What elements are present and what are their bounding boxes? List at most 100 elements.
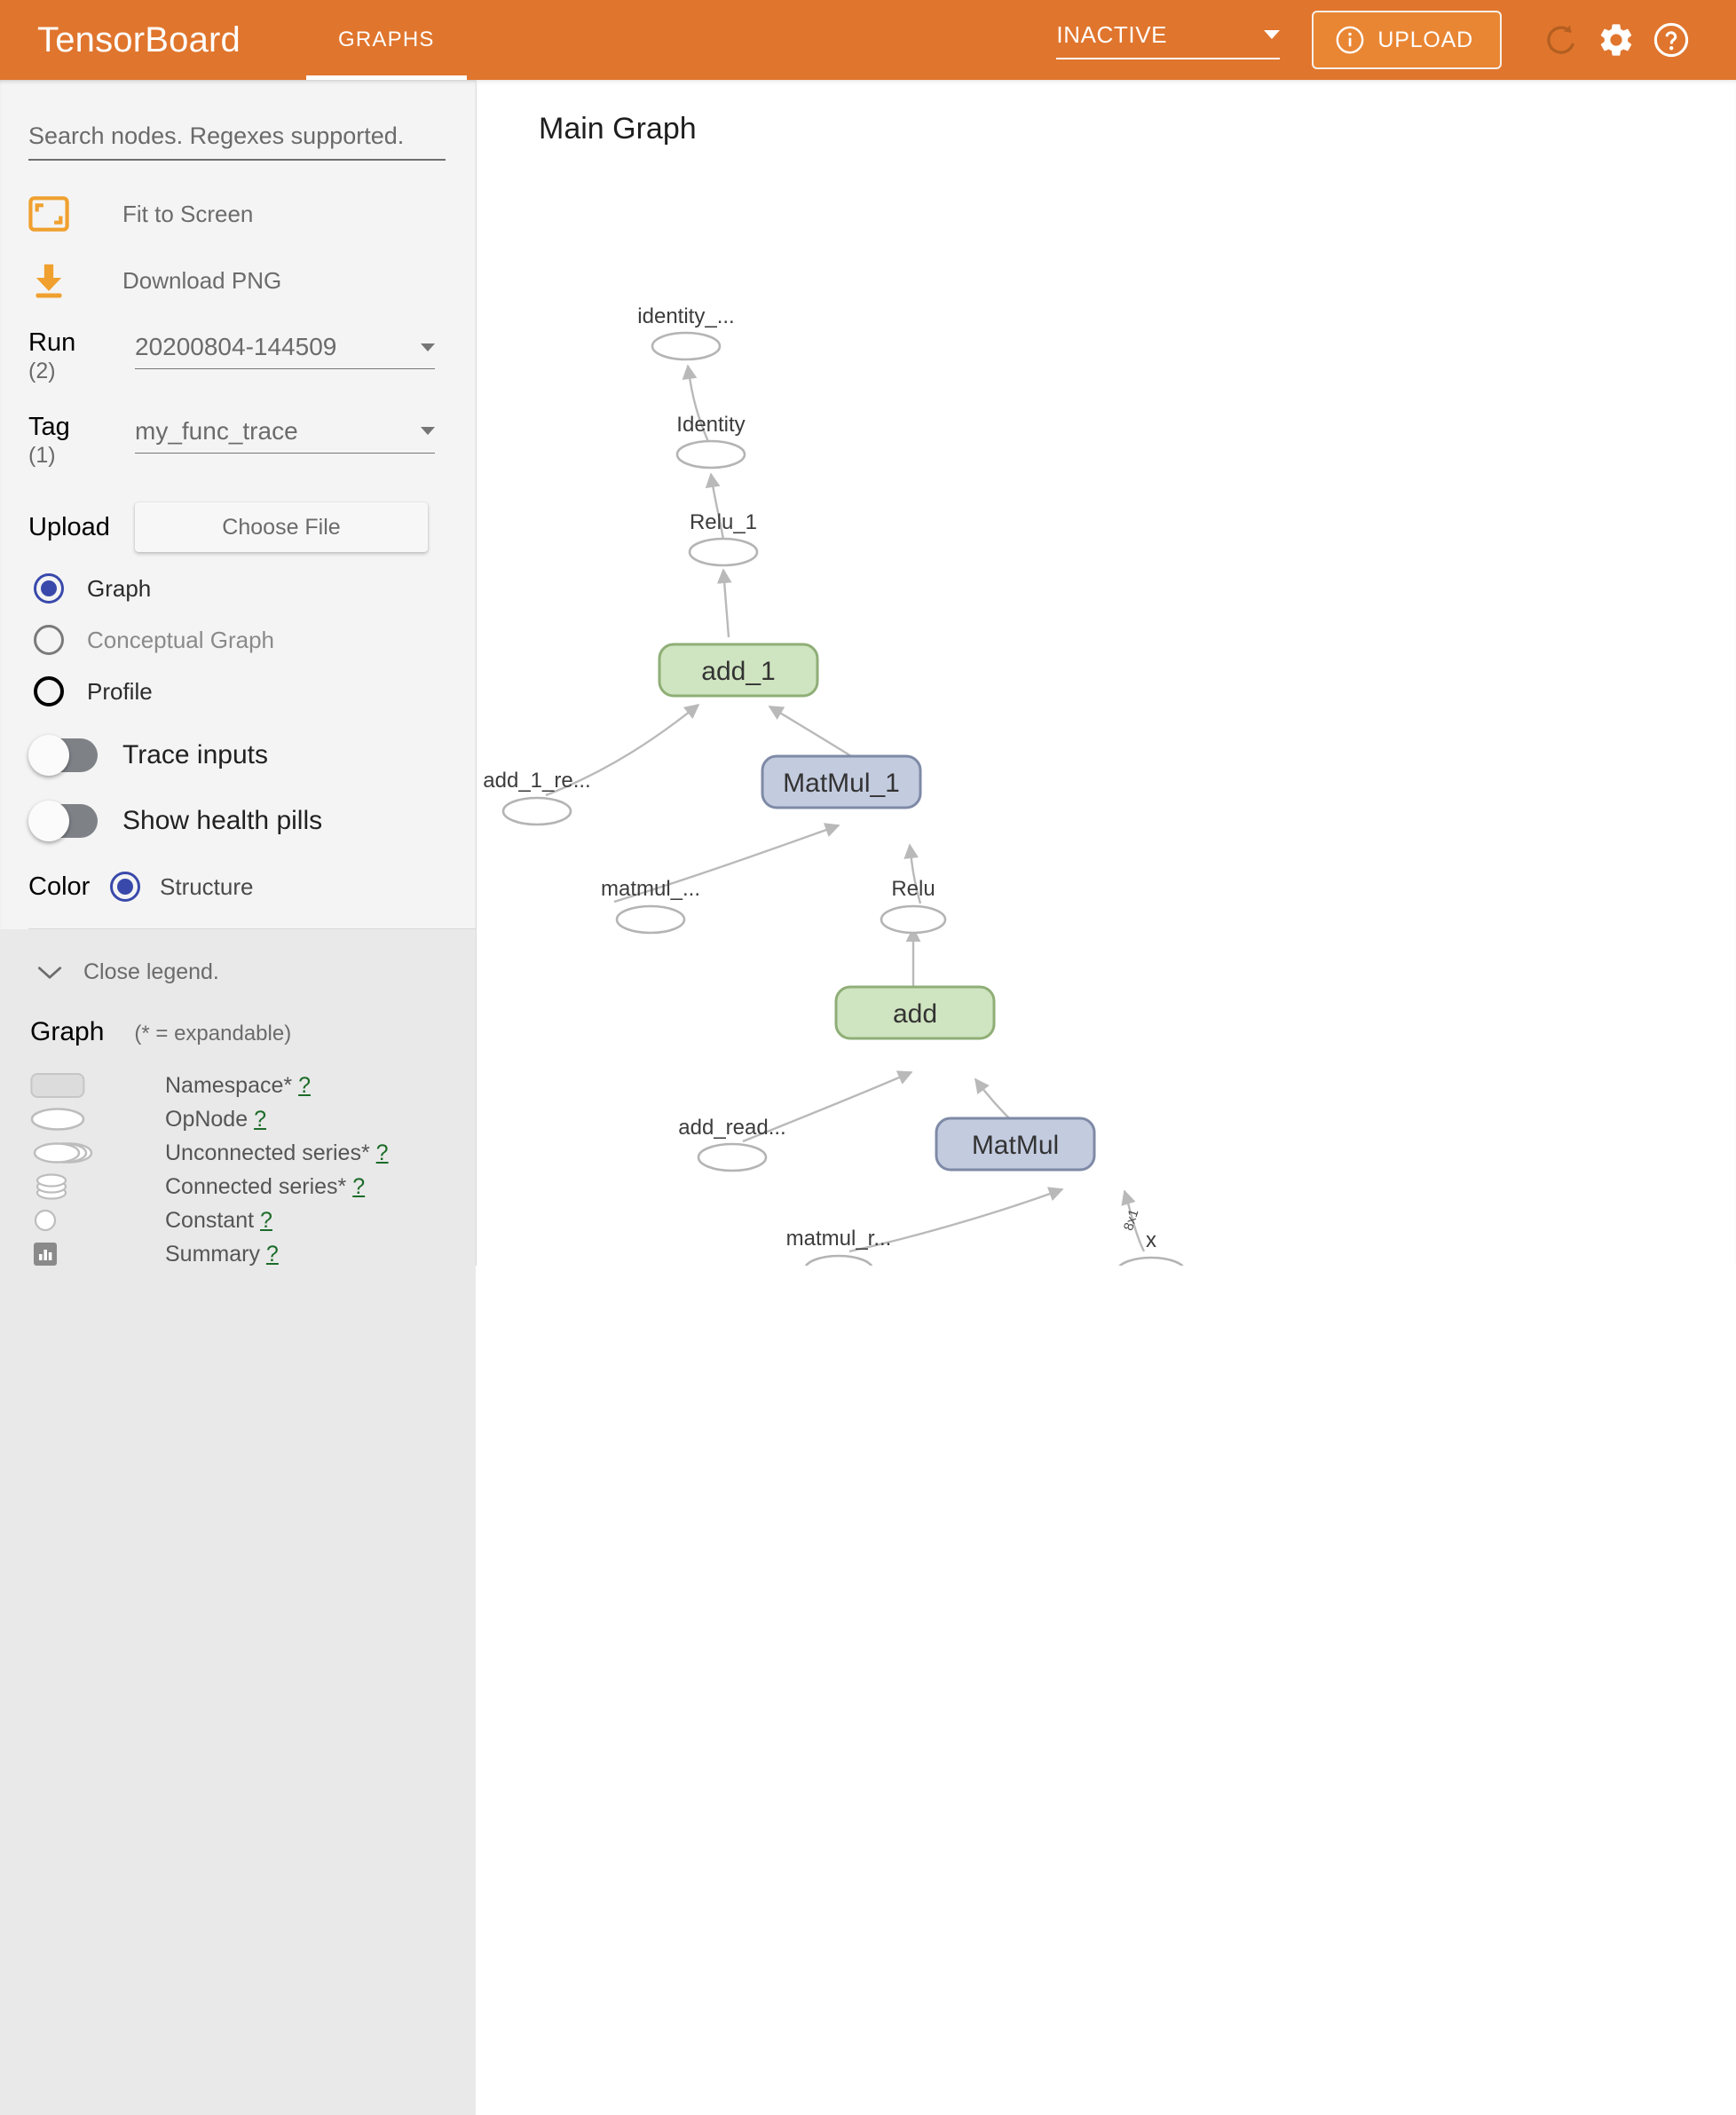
- legend-label-opnode: OpNode: [165, 1106, 249, 1132]
- graph-node-label-relu: Relu: [891, 877, 935, 901]
- legend-help-summary[interactable]: ?: [265, 1241, 279, 1267]
- radio-graph[interactable]: Graph: [34, 573, 476, 604]
- legend-item-summary: Summary ?: [30, 1237, 476, 1271]
- sidebar: Fit to Screen Download PNG Run (2) 20200…: [0, 80, 477, 2115]
- legend-help-unconnected-series[interactable]: ?: [375, 1140, 389, 1165]
- legend-help-constant[interactable]: ?: [260, 1207, 272, 1233]
- radio-profile[interactable]: Profile: [34, 676, 476, 707]
- legend-title: Graph: [30, 1017, 105, 1047]
- choose-file-button[interactable]: Choose File: [135, 502, 428, 553]
- legend-item-connected-series: Connected series* ?: [30, 1170, 476, 1203]
- graph-node-identity[interactable]: [675, 439, 746, 470]
- fit-to-screen-button[interactable]: Fit to Screen: [28, 196, 476, 232]
- tag-count: (1): [28, 443, 56, 469]
- legend-help-connected-series[interactable]: ?: [352, 1173, 366, 1199]
- header-actions: INACTIVE UPLOAD: [1056, 11, 1736, 69]
- upload-button-label: UPLOAD: [1377, 27, 1473, 52]
- legend-item-constant: Constant ?: [30, 1203, 476, 1237]
- legend-label-unconnected-series: Unconnected series*: [165, 1140, 370, 1165]
- refresh-button[interactable]: [1534, 12, 1589, 67]
- graph-svg[interactable]: identity_... Identity Relu_1 add_1_re...…: [477, 80, 1736, 1266]
- download-png-label: Download PNG: [122, 266, 282, 294]
- graph-node-add[interactable]: [834, 985, 996, 1040]
- graph-node-add-1[interactable]: [658, 643, 819, 698]
- tab-graphs[interactable]: GRAPHS: [306, 0, 467, 80]
- graph-node-matmul-read[interactable]: [804, 1254, 873, 1266]
- tab-bar: GRAPHS: [306, 0, 467, 80]
- run-status-value: INACTIVE: [1056, 20, 1168, 48]
- upload-field: Upload Choose File: [28, 502, 476, 553]
- settings-button[interactable]: [1589, 12, 1644, 67]
- fit-to-screen-icon: [28, 196, 78, 232]
- summary-icon: [30, 1240, 110, 1268]
- graph-node-relu-1[interactable]: [688, 537, 759, 567]
- search-input[interactable]: [28, 122, 446, 161]
- legend-item-opnode: OpNode ?: [30, 1102, 476, 1136]
- legend-help-namespace[interactable]: ?: [298, 1072, 311, 1098]
- toggle-show-health-pills-label: Show health pills: [122, 806, 323, 836]
- info-icon: [1335, 25, 1365, 55]
- legend-label-constant: Constant: [165, 1207, 255, 1233]
- graph-node-identity-out[interactable]: [651, 331, 722, 361]
- graph-node-add-read[interactable]: [697, 1142, 768, 1172]
- run-value: 20200804-144509: [135, 333, 337, 360]
- graph-node-label-x: x: [1146, 1228, 1156, 1252]
- graph-node-label-matmul: MatMul: [972, 1131, 1059, 1160]
- app-body: Fit to Screen Download PNG Run (2) 20200…: [0, 80, 1736, 2115]
- graph-node-label-add-read: add_read...: [678, 1116, 785, 1140]
- legend-item-unconnected-series: Unconnected series* ?: [30, 1136, 476, 1170]
- close-legend-label: Close legend.: [83, 959, 219, 985]
- radio-structure-indicator[interactable]: [110, 872, 140, 903]
- graph-node-relu[interactable]: [880, 904, 947, 935]
- legend-item-namespace: Namespace* ?: [30, 1069, 476, 1102]
- legend-header: Graph (* = expandable): [30, 1017, 476, 1047]
- graph-node-label-matmul-read-1: matmul_...: [601, 877, 700, 901]
- namespace-icon: [30, 1072, 110, 1099]
- run-dropdown[interactable]: 20200804-144509: [135, 333, 435, 369]
- toggle-trace-inputs-label: Trace inputs: [122, 740, 268, 770]
- toggle-show-health-pills-switch[interactable]: [28, 801, 98, 842]
- run-status-dropdown[interactable]: INACTIVE: [1056, 20, 1281, 59]
- close-legend-button[interactable]: Close legend.: [37, 959, 476, 985]
- unconnected-series-icon: [30, 1140, 110, 1166]
- chevron-down-icon: [1264, 30, 1281, 39]
- legend-label-namespace: Namespace*: [165, 1072, 293, 1098]
- app-title: TensorBoard: [37, 20, 241, 59]
- radio-profile-label: Profile: [87, 677, 153, 705]
- graph-node-label-matmul-1: MatMul_1: [783, 769, 900, 798]
- download-png-button[interactable]: Download PNG: [28, 262, 476, 299]
- tag-dropdown[interactable]: my_func_trace: [135, 417, 435, 454]
- graph-node-label-identity: Identity: [676, 413, 745, 437]
- toggle-show-health-pills[interactable]: Show health pills: [28, 801, 476, 842]
- graph-node-add-1-read[interactable]: [501, 796, 572, 826]
- legend-panel: Close legend. Graph (* = expandable) Nam…: [0, 929, 476, 2115]
- graph-node-label-relu-1: Relu_1: [690, 510, 757, 534]
- radio-structure-label: Structure: [160, 872, 254, 900]
- graph-node-label-identity-out: identity_...: [637, 304, 734, 328]
- legend-note: (* = expandable): [134, 1022, 292, 1046]
- run-field: Run (2) 20200804-144509: [28, 329, 476, 383]
- help-icon: [1652, 20, 1691, 59]
- radio-profile-indicator: [34, 676, 64, 707]
- help-button[interactable]: [1644, 12, 1699, 67]
- graph-node-matmul-read-1[interactable]: [615, 904, 686, 935]
- graph-node-matmul-1[interactable]: [761, 754, 922, 809]
- graph-node-label-add-1-read: add_1_re...: [483, 769, 590, 793]
- toggle-trace-inputs[interactable]: Trace inputs: [28, 735, 476, 777]
- upload-label: Upload: [28, 513, 110, 542]
- graph-node-matmul[interactable]: [935, 1117, 1096, 1172]
- graph-canvas[interactable]: Main Graph: [477, 80, 1736, 1266]
- page-title: Main Graph: [539, 112, 697, 146]
- opnode-icon: [30, 1106, 110, 1132]
- gear-icon: [1597, 20, 1636, 59]
- chevron-down-icon: [421, 343, 435, 351]
- toggle-trace-inputs-switch[interactable]: [28, 735, 98, 777]
- tag-label: Tag (1): [28, 413, 110, 469]
- graph-edge-label-x-matmul: 8x1: [1121, 1207, 1142, 1232]
- legend-help-opnode[interactable]: ?: [254, 1106, 266, 1132]
- radio-conceptual-graph[interactable]: Conceptual Graph: [34, 625, 476, 656]
- legend-label-connected-series: Connected series*: [165, 1173, 347, 1199]
- radio-graph-label: Graph: [87, 574, 152, 602]
- upload-button[interactable]: UPLOAD: [1312, 11, 1502, 69]
- graph-node-x[interactable]: [1117, 1256, 1185, 1266]
